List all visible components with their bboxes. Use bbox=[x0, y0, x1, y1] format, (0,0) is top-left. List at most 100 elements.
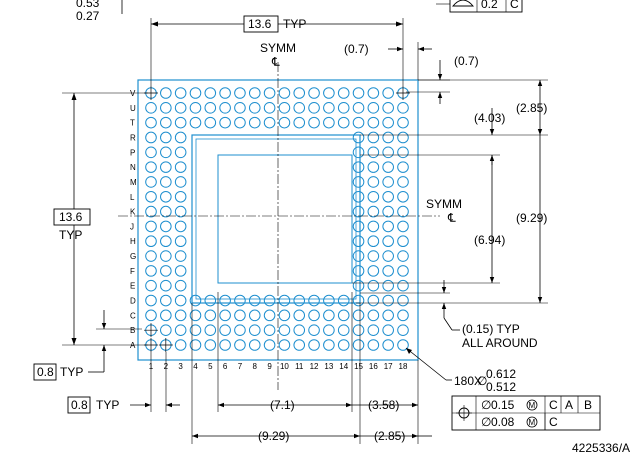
ball-B8 bbox=[248, 324, 261, 336]
ball-K3 bbox=[174, 205, 187, 218]
ball-H18 bbox=[397, 235, 409, 248]
ball-U17 bbox=[382, 102, 394, 114]
ref-07b-value: (0.7) bbox=[454, 54, 479, 68]
ball-D5 bbox=[204, 294, 217, 307]
ball-U16 bbox=[367, 102, 380, 114]
ball-E1 bbox=[145, 279, 157, 292]
inner-ring-outer bbox=[191, 134, 361, 304]
ball-J3 bbox=[174, 220, 187, 233]
top-span-value: 13.6 bbox=[248, 17, 272, 31]
column-label: 9 bbox=[267, 362, 272, 371]
ball-V11 bbox=[293, 87, 306, 99]
ball-B4 bbox=[189, 324, 202, 336]
ref-929-right: (9.29) bbox=[356, 135, 548, 304]
row-label: G bbox=[130, 252, 136, 261]
ball-E3 bbox=[174, 279, 187, 292]
pitch-v-value: 0.8 bbox=[37, 365, 54, 379]
ball-C4 bbox=[189, 309, 202, 322]
ball-B13 bbox=[323, 324, 335, 336]
ball-G15 bbox=[352, 250, 365, 262]
ball-C13 bbox=[323, 309, 335, 322]
top-left-value-2: 0.27 bbox=[76, 9, 100, 23]
ball-U11 bbox=[293, 102, 306, 114]
top-left-value-1: 0.53 bbox=[76, 0, 100, 10]
ball-K2 bbox=[160, 205, 172, 218]
mmc-icon bbox=[526, 399, 538, 411]
ball-C18 bbox=[397, 309, 409, 322]
ball-D2 bbox=[160, 294, 172, 307]
ball-diameter-symbol: ∅ bbox=[477, 374, 487, 388]
ball-T18 bbox=[397, 116, 409, 129]
ball-F17 bbox=[382, 265, 394, 277]
ball-F1 bbox=[145, 265, 157, 277]
ball-U9 bbox=[263, 102, 276, 114]
flatness-tolerance: 0.2 bbox=[481, 0, 498, 11]
ball-F16 bbox=[367, 265, 380, 277]
ball-B9 bbox=[263, 324, 276, 336]
pitch-horizontal: 0.8 TYP bbox=[67, 352, 180, 414]
column-label: 13 bbox=[324, 362, 333, 371]
pitch-v-typ: TYP bbox=[60, 365, 83, 379]
ball-C17 bbox=[382, 309, 394, 322]
ball-U8 bbox=[248, 102, 261, 114]
ball-D6 bbox=[219, 294, 231, 307]
ball-D10 bbox=[278, 294, 291, 307]
ball-T12 bbox=[308, 116, 320, 129]
ball-C6 bbox=[219, 309, 231, 322]
ball-V13 bbox=[323, 87, 335, 99]
pitch-h-value: 0.8 bbox=[71, 398, 88, 412]
ball-R16 bbox=[367, 131, 380, 144]
ball-T4 bbox=[189, 116, 202, 129]
ball-U14 bbox=[337, 102, 350, 114]
ball-B18 bbox=[397, 324, 409, 336]
ball-L3 bbox=[174, 190, 187, 203]
left-span-typ: TYP bbox=[59, 228, 82, 242]
symm-label-top: SYMM bbox=[260, 41, 296, 55]
fcf2-tolerance: 0.08 bbox=[491, 415, 515, 429]
fcf1-datum-a: C bbox=[549, 398, 558, 412]
ball-G17 bbox=[382, 250, 394, 262]
ball-D15 bbox=[352, 294, 365, 307]
ball-L16 bbox=[367, 190, 380, 203]
ball-P3 bbox=[174, 146, 187, 159]
ball-T10 bbox=[278, 116, 291, 129]
row-label: J bbox=[130, 222, 134, 231]
flatness-datum: C bbox=[510, 0, 519, 11]
ref-358: (3.58) bbox=[352, 360, 419, 444]
column-label: 5 bbox=[208, 362, 213, 371]
centerline-symbol-top: ℄ bbox=[271, 55, 280, 69]
ball-D7 bbox=[234, 294, 246, 307]
ball-A11 bbox=[293, 339, 306, 351]
ball-R3 bbox=[174, 131, 187, 144]
column-label: 11 bbox=[295, 362, 304, 371]
ball-E15 bbox=[352, 279, 365, 292]
ball-T7 bbox=[234, 116, 246, 129]
top-left-dimension: 0.53 0.27 bbox=[76, 0, 123, 23]
ball-B3 bbox=[174, 324, 187, 336]
ball-P1 bbox=[145, 146, 157, 159]
ball-G3 bbox=[174, 250, 187, 262]
ball-D16 bbox=[367, 294, 380, 307]
pitch-h-typ: TYP bbox=[96, 398, 119, 412]
row-label: K bbox=[130, 208, 136, 217]
column-label: 8 bbox=[253, 362, 258, 371]
ball-L18 bbox=[397, 190, 409, 203]
ball-V3 bbox=[174, 87, 187, 99]
ball-grid bbox=[144, 86, 410, 352]
ball-A9 bbox=[263, 339, 276, 351]
ball-F2 bbox=[160, 265, 172, 277]
ball-L17 bbox=[382, 190, 394, 203]
ball-V8 bbox=[248, 87, 261, 99]
ball-K1 bbox=[145, 205, 157, 218]
ball-T14 bbox=[337, 116, 350, 129]
ball-U7 bbox=[234, 102, 246, 114]
ref-71-value: (7.1) bbox=[270, 398, 295, 412]
ball-H15 bbox=[352, 235, 365, 248]
ball-U4 bbox=[189, 102, 202, 114]
left-span-value: 13.6 bbox=[59, 210, 83, 224]
ball-N18 bbox=[397, 161, 409, 173]
fcf2-mmc: M bbox=[529, 418, 536, 427]
ref-71: (7.1) bbox=[217, 292, 353, 412]
ref-285-bottom: (2.85) bbox=[360, 429, 432, 443]
ball-H2 bbox=[160, 235, 172, 248]
